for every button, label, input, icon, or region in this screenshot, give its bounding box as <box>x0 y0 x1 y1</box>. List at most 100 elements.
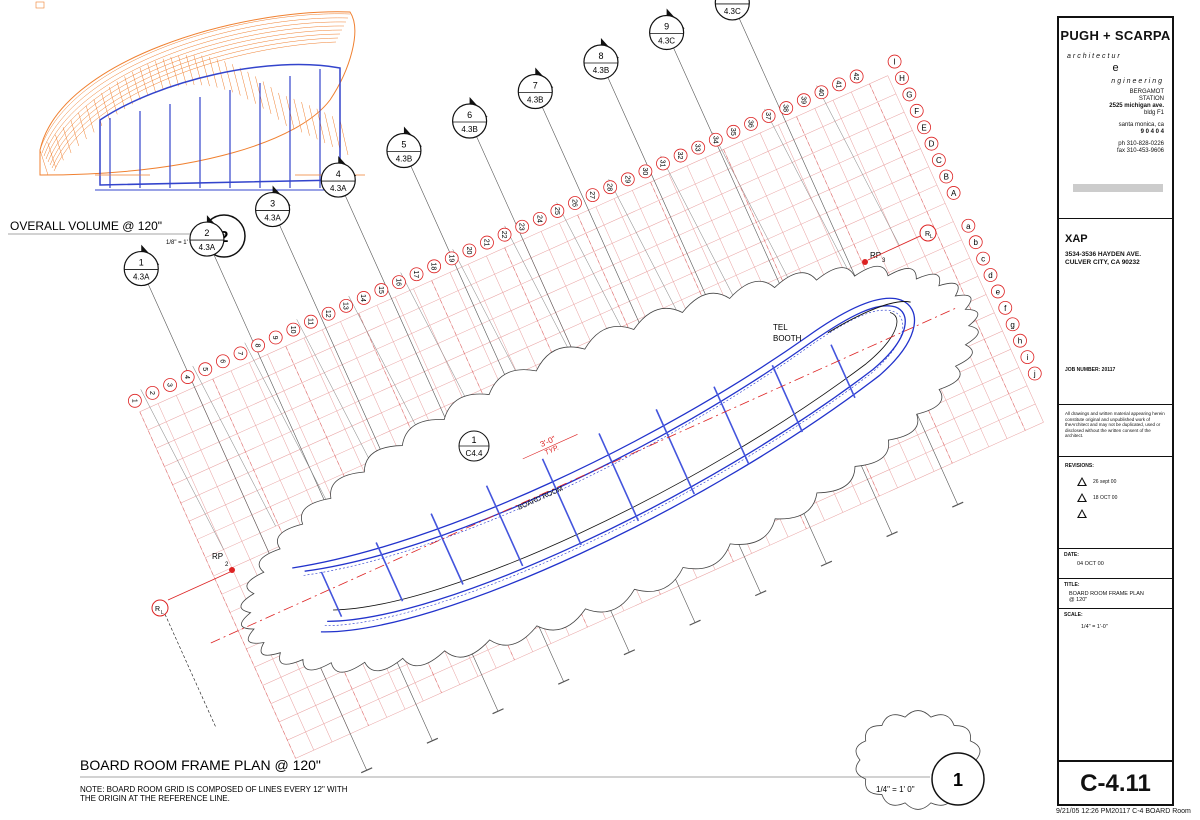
section-callout-number: 5 <box>401 140 406 150</box>
main-note-line-2: THE ORIGIN AT THE REFERENCE LINE. <box>80 794 230 803</box>
svg-text:h: h <box>1018 337 1022 346</box>
svg-text:e: e <box>996 287 1001 296</box>
revision-triangle-icon <box>1077 509 1087 518</box>
grid-number-30: 30 <box>638 164 653 179</box>
revision-triangle-icon <box>1077 477 1087 486</box>
grid-letter-lower-h: h <box>1013 333 1027 348</box>
grid-letter-lower-f: f <box>998 300 1013 315</box>
section-callout-sheet: 4.3A <box>330 184 347 193</box>
svg-text:36: 36 <box>747 120 754 128</box>
svg-text:27: 27 <box>588 191 595 199</box>
grid-number-38: 38 <box>779 101 794 115</box>
grid-letter-lower-a: a <box>961 218 976 233</box>
grid-letter-I: I <box>887 54 902 69</box>
board-room-frame-plan-drawing: OVERALL VOLUME @ 120" 1/8" = 1' 0" 2 14.… <box>8 0 1044 810</box>
svg-text:R: R <box>925 231 930 238</box>
scale-label: SCALE: <box>1064 612 1083 618</box>
grid-number-5: 5 <box>198 362 213 377</box>
grid-letter-lower-g: g <box>1005 317 1020 332</box>
grid-number-21: 21 <box>480 235 494 250</box>
svg-text:3: 3 <box>166 383 173 387</box>
grid-number-4: 4 <box>180 370 195 384</box>
date-section: DATE: 04 OCT 00 <box>1059 548 1172 578</box>
grid-number-12: 12 <box>321 306 336 321</box>
grid-number-32: 32 <box>673 148 688 163</box>
grid-number-19: 19 <box>444 251 459 266</box>
section-ref-sheet: C4.4 <box>466 449 483 458</box>
project-section: XAP 3534-3536 HAYDEN AVE. CULVER CITY, C… <box>1059 218 1172 408</box>
grid-number-13: 13 <box>339 298 354 313</box>
svg-text:I: I <box>893 58 895 67</box>
svg-text:19: 19 <box>447 255 454 263</box>
firm-address: BERGAMOT STATION 2525 michigan ave. bldg… <box>1109 89 1164 154</box>
svg-text:42: 42 <box>852 73 859 81</box>
svg-text:L: L <box>161 610 164 616</box>
section-callout-9: 94.3C <box>649 8 685 51</box>
svg-text:29: 29 <box>623 175 630 183</box>
section-callout-sheet: 4.3B <box>396 155 412 164</box>
revision-1: 26 sept 00 <box>1077 477 1116 486</box>
section-callout-2: 24.3A <box>189 215 225 257</box>
grid-number-3: 3 <box>163 378 177 392</box>
grid-letter-C: C <box>931 153 946 167</box>
svg-text:13: 13 <box>342 302 349 310</box>
svg-text:17: 17 <box>412 270 419 278</box>
svg-text:R: R <box>155 606 160 613</box>
revision-triangle-icon <box>1077 493 1087 502</box>
grid-number-39: 39 <box>796 93 811 108</box>
grid-number-29: 29 <box>620 172 635 187</box>
grid-number-31: 31 <box>656 156 670 171</box>
svg-text:33: 33 <box>694 144 701 152</box>
project-address: 3534-3536 HAYDEN AVE. CULVER CITY, CA 90… <box>1065 251 1141 266</box>
svg-text:G: G <box>906 90 912 99</box>
section-callout-number: 1 <box>139 258 144 268</box>
overall-volume-sketch <box>35 1 365 191</box>
grid-number-37: 37 <box>761 109 776 123</box>
section-callout-number: 3 <box>270 199 275 209</box>
section-callout-number: 7 <box>533 80 538 90</box>
section-callout-number: 4 <box>336 169 341 179</box>
svg-text:H: H <box>899 74 905 83</box>
svg-text:3: 3 <box>882 258 886 264</box>
grid-number-17: 17 <box>409 267 424 282</box>
svg-text:18: 18 <box>430 262 437 270</box>
svg-text:g: g <box>1010 320 1014 329</box>
grid-number-36: 36 <box>744 117 758 131</box>
svg-text:A: A <box>951 189 957 198</box>
svg-text:i: i <box>1027 353 1029 362</box>
grid-number-34: 34 <box>708 132 723 147</box>
section-callout-sheet: 4.3C <box>658 36 675 45</box>
grid-letter-lower-c: c <box>976 251 991 266</box>
grid-number-35: 35 <box>726 124 741 139</box>
revisions-label: REVISIONS: <box>1065 463 1094 469</box>
section-callout-number: 2 <box>204 228 209 238</box>
project-name: XAP <box>1065 233 1088 245</box>
frame-plan: 14.3A24.3A34.3A44.3A54.3B64.3B74.3B84.3B… <box>123 0 1044 774</box>
svg-text:8: 8 <box>254 343 261 347</box>
svg-text:31: 31 <box>659 160 666 168</box>
firm-line-2: ngineering <box>1111 78 1164 85</box>
section-callout-sheet: 4.3B <box>461 125 477 134</box>
grid-number-1: 1 <box>127 393 142 408</box>
section-callout-number: 8 <box>598 51 603 61</box>
svg-text:C: C <box>936 156 942 165</box>
grid-number-16: 16 <box>392 275 406 290</box>
grid-number-2: 2 <box>145 386 160 400</box>
svg-text:12: 12 <box>324 310 331 318</box>
svg-text:10: 10 <box>289 326 296 334</box>
section-callout-number: 10 <box>727 0 737 2</box>
svg-text:30: 30 <box>641 167 648 175</box>
svg-text:d: d <box>988 271 992 280</box>
copyright-note: All drawings and written material appear… <box>1059 404 1172 456</box>
main-drawing-scale: 1/4" = 1' 0" <box>876 785 915 794</box>
svg-text:25: 25 <box>553 207 560 215</box>
svg-text:9: 9 <box>271 336 278 340</box>
svg-text:32: 32 <box>676 152 683 160</box>
grid-letter-F: F <box>909 103 924 118</box>
section-callout-4: 4 4.3A <box>320 156 357 198</box>
svg-text:a: a <box>966 222 971 231</box>
title-label: TITLE: <box>1064 582 1080 588</box>
overall-volume-scale: 1/8" = 1' 0" <box>166 240 195 246</box>
svg-text:c: c <box>981 255 985 264</box>
grid-number-33: 33 <box>691 140 706 155</box>
